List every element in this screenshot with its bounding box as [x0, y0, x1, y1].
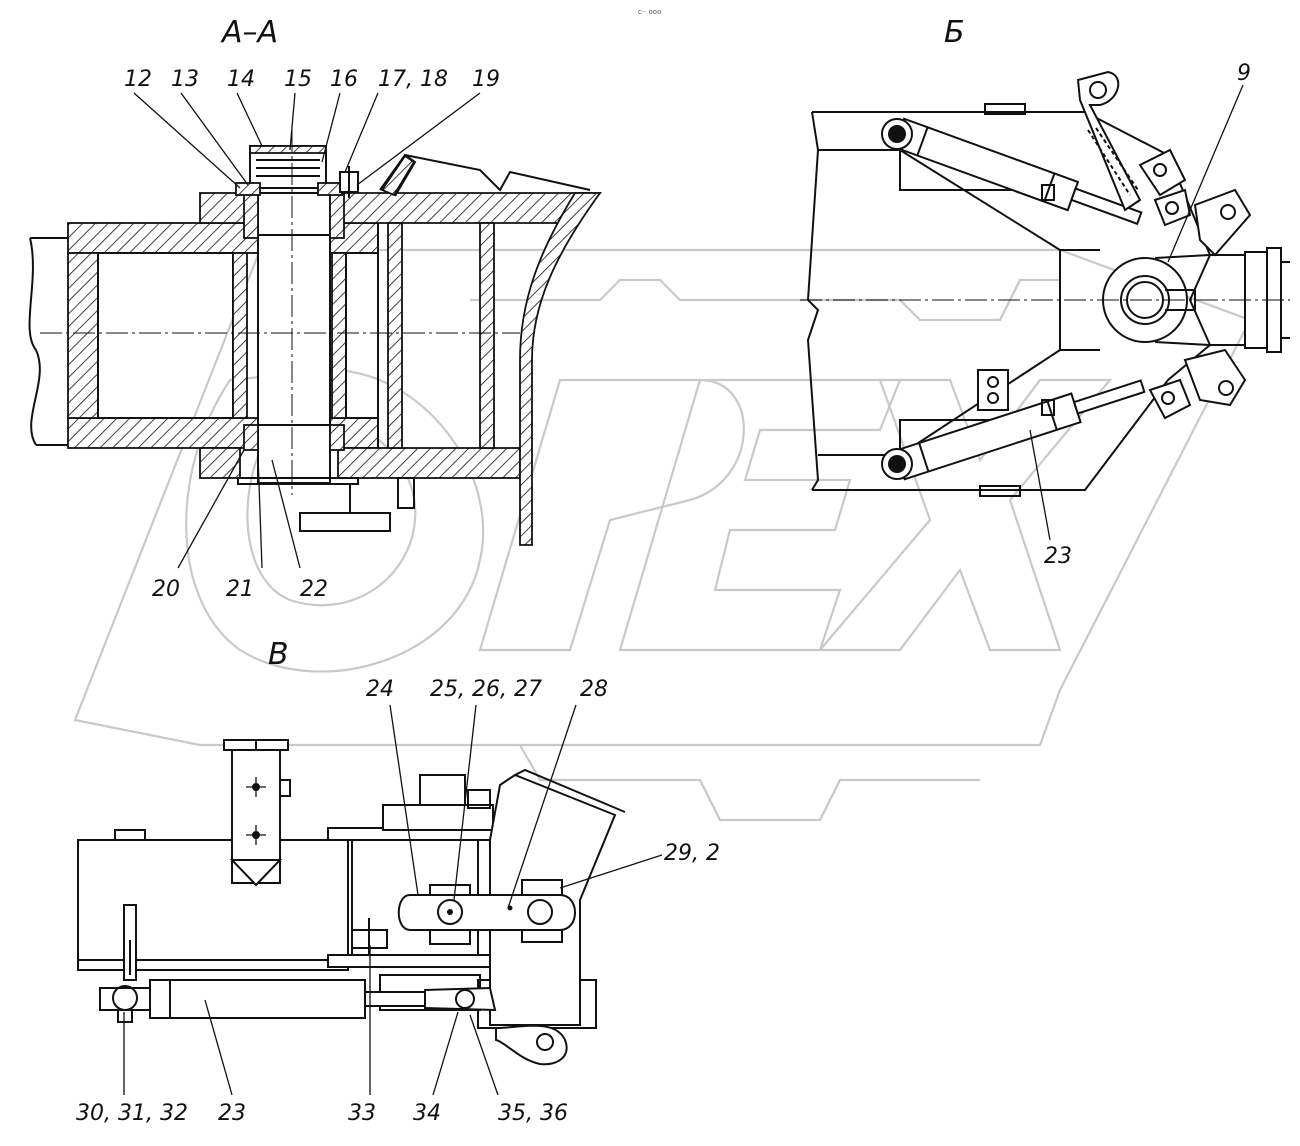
view-v-title: В: [268, 637, 289, 672]
callout-25-26-27: 25, 26, 27: [430, 677, 542, 702]
callout-20: 20: [152, 577, 180, 602]
watermark-logo: [73, 248, 1252, 822]
bottom-plate: [199, 447, 241, 479]
callout-35-36: 35, 36: [498, 1101, 568, 1126]
callout-13: 13: [171, 67, 199, 92]
callout-34: 34: [413, 1101, 441, 1126]
link-28: [397, 894, 576, 931]
callout-33: 33: [348, 1101, 376, 1126]
hydraulic-cylinder-23: [99, 979, 497, 1023]
callout-29-2: 29, 2: [664, 841, 720, 866]
callout-28: 28: [580, 677, 608, 702]
section-aa: А–А: [28, 15, 602, 602]
callout-30-31-32: 30, 31, 32: [76, 1101, 188, 1126]
callout-22: 22: [300, 577, 328, 602]
callout-21: 21: [226, 577, 254, 602]
hydraulic-cylinder-bottom: [894, 379, 1146, 481]
top-plate: [199, 192, 251, 224]
callout-23-view-v: 23: [218, 1101, 246, 1126]
callout-24: 24: [366, 677, 394, 702]
section-aa-title: А–А: [220, 15, 278, 50]
callout-17-18: 17, 18: [378, 67, 448, 92]
view-b-title: Б: [944, 15, 965, 50]
view-v: В: [76, 637, 720, 1126]
shaft: [257, 192, 331, 484]
callout-23-view-b: 23: [1044, 544, 1072, 569]
hydraulic-cylinder-top: [892, 117, 1143, 226]
callout-15: 15: [284, 67, 312, 92]
callout-14: 14: [227, 67, 255, 92]
main-beam: [77, 839, 349, 971]
callout-16: 16: [330, 67, 358, 92]
header-mark: с·· ооо: [638, 8, 661, 16]
eye-lug: [495, 1024, 568, 1066]
callout-12: 12: [124, 67, 152, 92]
view-b: Б: [800, 15, 1290, 569]
callout-9: 9: [1237, 61, 1251, 86]
callout-19: 19: [472, 67, 500, 92]
